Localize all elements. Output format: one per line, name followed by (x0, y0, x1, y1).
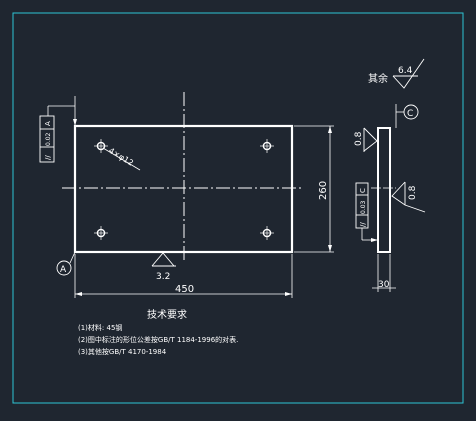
tol-left-symbol: // (44, 155, 52, 160)
hole-top-left (94, 139, 108, 153)
roughness-face-symbol (151, 252, 175, 267)
dim-width-arrow-bottom (328, 245, 332, 252)
dim-width: 260 (318, 181, 329, 200)
hole-bottom-left (94, 226, 108, 240)
dim-length: 450 (175, 284, 194, 295)
dim-thickness: 30 (378, 280, 390, 290)
hole-leader (102, 147, 141, 171)
tol-right-datum: C (359, 188, 367, 193)
roughness-edge: 0.8 (408, 185, 418, 200)
roughness-face: 3.2 (156, 272, 170, 282)
tol-right-value: 0.03 (360, 200, 367, 214)
datum-c-circle (403, 104, 419, 120)
dim-length-arrow-right (285, 292, 292, 296)
drawing-border (12, 12, 464, 404)
hole-bottom-right (260, 226, 274, 240)
notes-title: 技术要求 (147, 308, 187, 321)
tol-frame-right: C 0.03 // (355, 182, 369, 229)
hole-callout: 4×φ12 (107, 146, 135, 168)
datum-a-circle (56, 260, 72, 276)
tol-left-value: 0.02 (45, 132, 52, 146)
side-view-outline (377, 127, 391, 253)
tol-right-symbol: // (359, 222, 367, 227)
tol-left-arrow (73, 119, 77, 126)
datum-a-label: A (60, 265, 67, 275)
datum-a-leader (69, 251, 76, 264)
roughness-side-symbol (363, 127, 378, 152)
dim-length-arrow-left (75, 292, 82, 296)
hole-top-right (260, 139, 274, 153)
surface-finish-symbol (392, 58, 425, 89)
note-line-3: (3)其他按GB/T 4170-1984 (78, 347, 167, 356)
surface-finish-note: 其余 (368, 72, 388, 85)
roughness-side: 0.8 (354, 131, 364, 146)
surface-finish-value: 6.4 (398, 66, 413, 76)
tol-right-arrow (371, 238, 378, 242)
tol-frame-left: A 0.02 // (39, 115, 55, 163)
roughness-edge-symbol (391, 181, 426, 213)
tol-left-datum: A (44, 121, 52, 126)
dim-width-arrow-top (328, 126, 332, 133)
note-line-1: (1)材料: 45钢 (78, 323, 122, 332)
datum-c-label: C (407, 109, 413, 119)
note-line-2: (2)图中标注的形位公差按GB/T 1184-1996的对表. (78, 335, 238, 344)
